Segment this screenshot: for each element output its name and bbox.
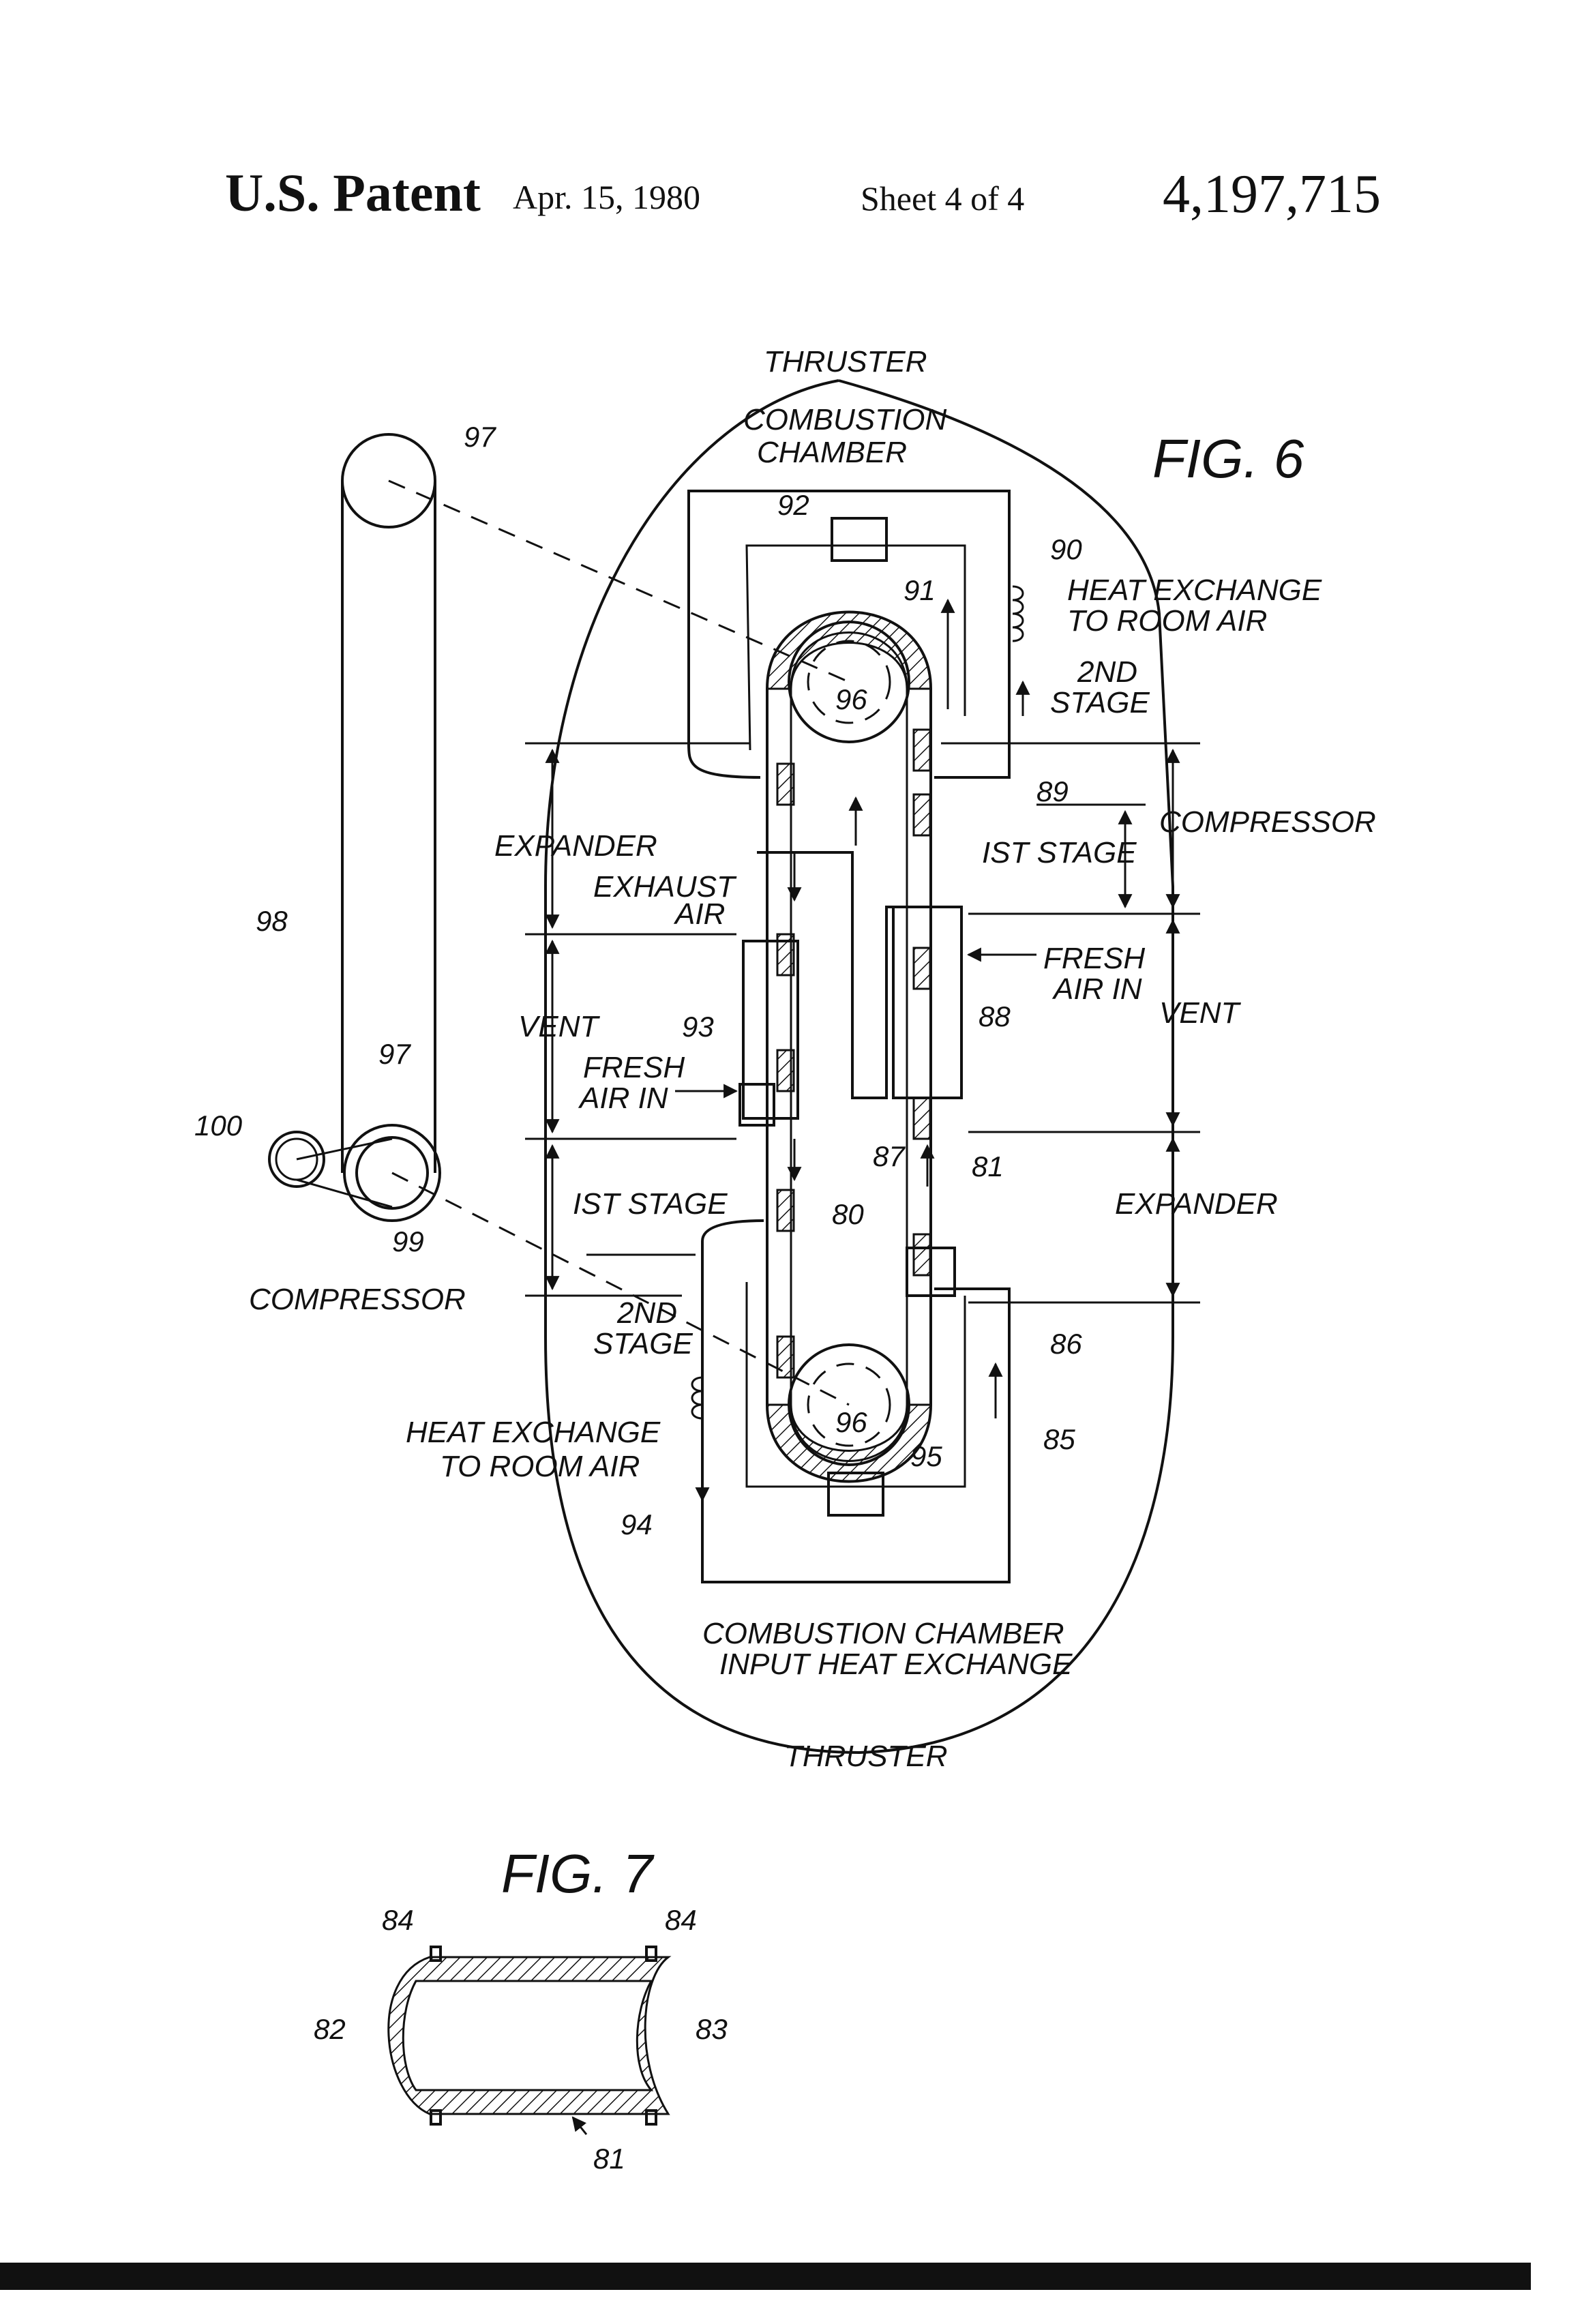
label-2nd-stage-right-1: 2ND — [1077, 655, 1137, 689]
ref-89: 89 — [1036, 775, 1069, 807]
fig6-title: FIG. 6 — [1152, 428, 1304, 489]
ref-94: 94 — [621, 1508, 653, 1540]
label-fresh-air-right-2: AIR IN — [1051, 972, 1142, 1006]
ref-96-bottom: 96 — [835, 1406, 867, 1438]
ref-95: 95 — [910, 1440, 942, 1472]
ref-91: 91 — [904, 574, 936, 606]
label-vent-right: VENT — [1159, 996, 1241, 1030]
label-2nd-stage-left-2: STAGE — [593, 1327, 693, 1360]
combustion-chamber-92 — [832, 518, 886, 561]
label-vent-left: VENT — [518, 1010, 600, 1043]
piston-81-inner — [403, 1981, 651, 2090]
label-expander-left: EXPANDER — [494, 829, 657, 863]
label-combustion-input-1: COMBUSTION CHAMBER — [702, 1617, 1064, 1650]
label-heat-exchange-bottom-1: HEAT EXCHANGE — [406, 1416, 661, 1449]
ref-97-bottom: 97 — [378, 1038, 411, 1070]
ref-81-fig7: 81 — [593, 2143, 625, 2175]
heat-exchange-coil-bottom — [692, 1377, 702, 1418]
combustion-loop-bottom — [702, 1221, 1009, 1582]
label-heat-exchange-top-2: TO ROOM AIR — [1067, 604, 1267, 638]
heat-exchange-coil-top — [1013, 586, 1023, 641]
ref-84-left: 84 — [382, 1904, 414, 1936]
label-2nd-stage-left-1: 2ND — [616, 1296, 677, 1330]
fig7-diagram: FIG. 7 84 84 82 83 81 — [314, 1843, 728, 2175]
ref-86: 86 — [1050, 1328, 1082, 1360]
ref-80: 80 — [832, 1198, 864, 1230]
ref-85: 85 — [1043, 1423, 1075, 1455]
label-heat-exchange-top-1: HEAT EXCHANGE — [1067, 573, 1322, 607]
label-combustion-input-2: INPUT HEAT EXCHANGE — [719, 1648, 1073, 1681]
ref-97-top: 97 — [464, 421, 496, 453]
ref-100: 100 — [194, 1109, 243, 1142]
label-exhaust-air-2: AIR — [673, 897, 725, 931]
rotor-track-inner — [791, 633, 907, 1461]
ref-87: 87 — [873, 1140, 906, 1172]
label-fresh-air-left-1: FRESH — [583, 1051, 685, 1084]
label-combustion-chamber-1: COMBUSTION — [743, 403, 946, 436]
label-2nd-stage-right-2: STAGE — [1050, 686, 1150, 719]
ref-83: 83 — [696, 2013, 728, 2045]
ref-90: 90 — [1050, 533, 1082, 565]
ref-99: 99 — [392, 1225, 424, 1257]
label-thruster-top: THRUSTER — [764, 345, 927, 378]
fig7-title: FIG. 7 — [501, 1843, 655, 1904]
ref-88: 88 — [979, 1000, 1011, 1032]
label-fresh-air-right-1: FRESH — [1043, 942, 1145, 975]
vent-box-right — [893, 907, 961, 1098]
ref-93: 93 — [682, 1011, 714, 1043]
label-heat-exchange-bottom-2: TO ROOM AIR — [440, 1450, 640, 1483]
label-1st-stage-left: IST STAGE — [573, 1187, 728, 1221]
ref-81: 81 — [972, 1150, 1004, 1182]
label-expander-right: EXPANDER — [1115, 1187, 1278, 1221]
label-fresh-air-left-2: AIR IN — [578, 1082, 668, 1115]
label-thruster-bottom: THRUSTER — [784, 1740, 948, 1773]
fig6-diagram: FIG. 6 — [194, 345, 1376, 1773]
label-combustion-chamber-2: CHAMBER — [757, 436, 907, 469]
rotor-crown-top — [767, 612, 931, 689]
flow-arrows — [675, 600, 1036, 1500]
ref-92: 92 — [777, 489, 809, 521]
ref-82: 82 — [314, 2013, 346, 2045]
label-1st-stage-right: IST STAGE — [982, 836, 1137, 869]
label-compressor-left: COMPRESSOR — [249, 1283, 466, 1316]
ref-96-top: 96 — [835, 683, 867, 715]
bottom-scan-bar — [0, 2263, 1531, 2290]
ref-98: 98 — [256, 905, 288, 937]
label-compressor-right: COMPRESSOR — [1159, 805, 1376, 839]
ref-84-right: 84 — [665, 1904, 697, 1936]
